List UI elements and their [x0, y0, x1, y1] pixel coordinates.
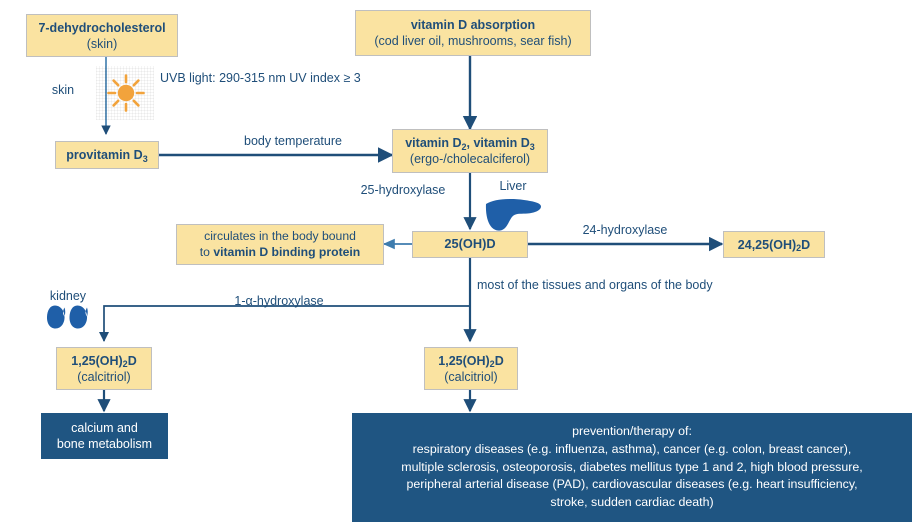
- node-25ohd[interactable]: 25(OH)D: [412, 231, 528, 258]
- edge-label-25-hydroxylase: 25-hydroxylase: [360, 183, 446, 197]
- node-label-line1: calcium and: [71, 421, 138, 435]
- uvb-line2: 290-315 nm: [219, 71, 286, 85]
- edge-label-tissues-organs: most of the tissues and organs of the bo…: [477, 277, 713, 293]
- node-label-line1: 1,25(OH)2D: [71, 353, 137, 370]
- edge-label-uvb-light: UVB light: 290-315 nm UV index ≥ 3: [160, 70, 361, 86]
- node-prevention-therapy[interactable]: prevention/therapy of: respiratory disea…: [352, 413, 912, 522]
- node-label-line2: bone metabolism: [56, 437, 153, 451]
- node-label-line2: (skin): [86, 36, 118, 51]
- node-7-dehydrocholesterol[interactable]: 7-dehydrocholesterol (skin): [26, 14, 178, 57]
- edge-label-body-temperature: body temperature: [244, 134, 342, 148]
- prevention-line-4: stroke, sudden cardiac death): [550, 494, 714, 509]
- node-2425ohd[interactable]: 24,25(OH)2D: [723, 231, 825, 258]
- edge-label-kidney: kidney: [49, 289, 87, 303]
- node-provitamin-d3[interactable]: provitamin D3: [55, 141, 159, 169]
- node-label-line1: vitamin D absorption: [410, 18, 536, 32]
- node-label-line1: 24,25(OH)2D: [737, 237, 811, 254]
- edge-label-24-hydroxylase: 24-hydroxylase: [582, 223, 668, 237]
- node-calcium-bone-metabolism[interactable]: calcium and bone metabolism: [41, 413, 168, 459]
- tissues-line3: body: [685, 278, 713, 292]
- node-label-line1: 7-dehydrocholesterol: [38, 20, 166, 35]
- node-label-line1: 25(OH)D: [444, 236, 496, 252]
- node-label-line2: (calcitriol): [444, 369, 498, 384]
- prevention-line-2: multiple sclerosis, osteoporosis, diabet…: [401, 459, 863, 474]
- sun-icon: [104, 71, 148, 115]
- uvb-line3: UV index ≥ 3: [289, 71, 361, 85]
- node-vitamin-d2-d3[interactable]: vitamin D2, vitamin D3 (ergo-/cholecalci…: [392, 129, 548, 173]
- edge-label-liver: Liver: [499, 179, 527, 193]
- node-label-line1: vitamin D2, vitamin D3: [405, 136, 535, 152]
- node-calcitriol-kidney[interactable]: 1,25(OH)2D (calcitriol): [56, 347, 152, 390]
- prevention-line-3: peripheral arterial disease (PAD), cardi…: [406, 477, 858, 492]
- kidney-icon: [46, 304, 90, 330]
- arrow-25ohd-to-calcitriol-kidney: [98, 305, 470, 343]
- edge-label-1-alpha-hydroxylase: 1-α-hydroxylase: [234, 294, 324, 308]
- uvb-line1: UVB light:: [160, 71, 216, 85]
- node-calcitriol-tissues[interactable]: 1,25(OH)2D (calcitriol): [424, 347, 518, 390]
- node-label-line2: (ergo-/cholecalciferol): [409, 152, 531, 166]
- node-label-line1: 1,25(OH)2D: [438, 353, 504, 370]
- node-circulates-binding-protein[interactable]: circulates in the body bound to vitamin …: [176, 224, 384, 265]
- node-label-line1: circulates in the body bound: [204, 228, 356, 243]
- node-label-line2: to vitamin D binding protein: [199, 244, 361, 259]
- tissues-line2: and organs of the: [584, 278, 682, 292]
- node-vitamin-d-absorption[interactable]: vitamin D absorption (cod liver oil, mus…: [355, 10, 591, 56]
- node-label-line2: (cod liver oil, mushrooms, sear fish): [374, 34, 572, 48]
- node-label-line2: (calcitriol): [77, 369, 131, 384]
- node-label-line1: provitamin D3: [66, 148, 148, 164]
- prevention-line-0: prevention/therapy of:: [572, 424, 692, 439]
- prevention-line-1: respiratory diseases (e.g. influenza, as…: [412, 442, 852, 457]
- liver-icon: [484, 198, 542, 232]
- edge-label-skin: skin: [51, 83, 75, 97]
- tissues-line1: most of the tissues: [477, 278, 582, 292]
